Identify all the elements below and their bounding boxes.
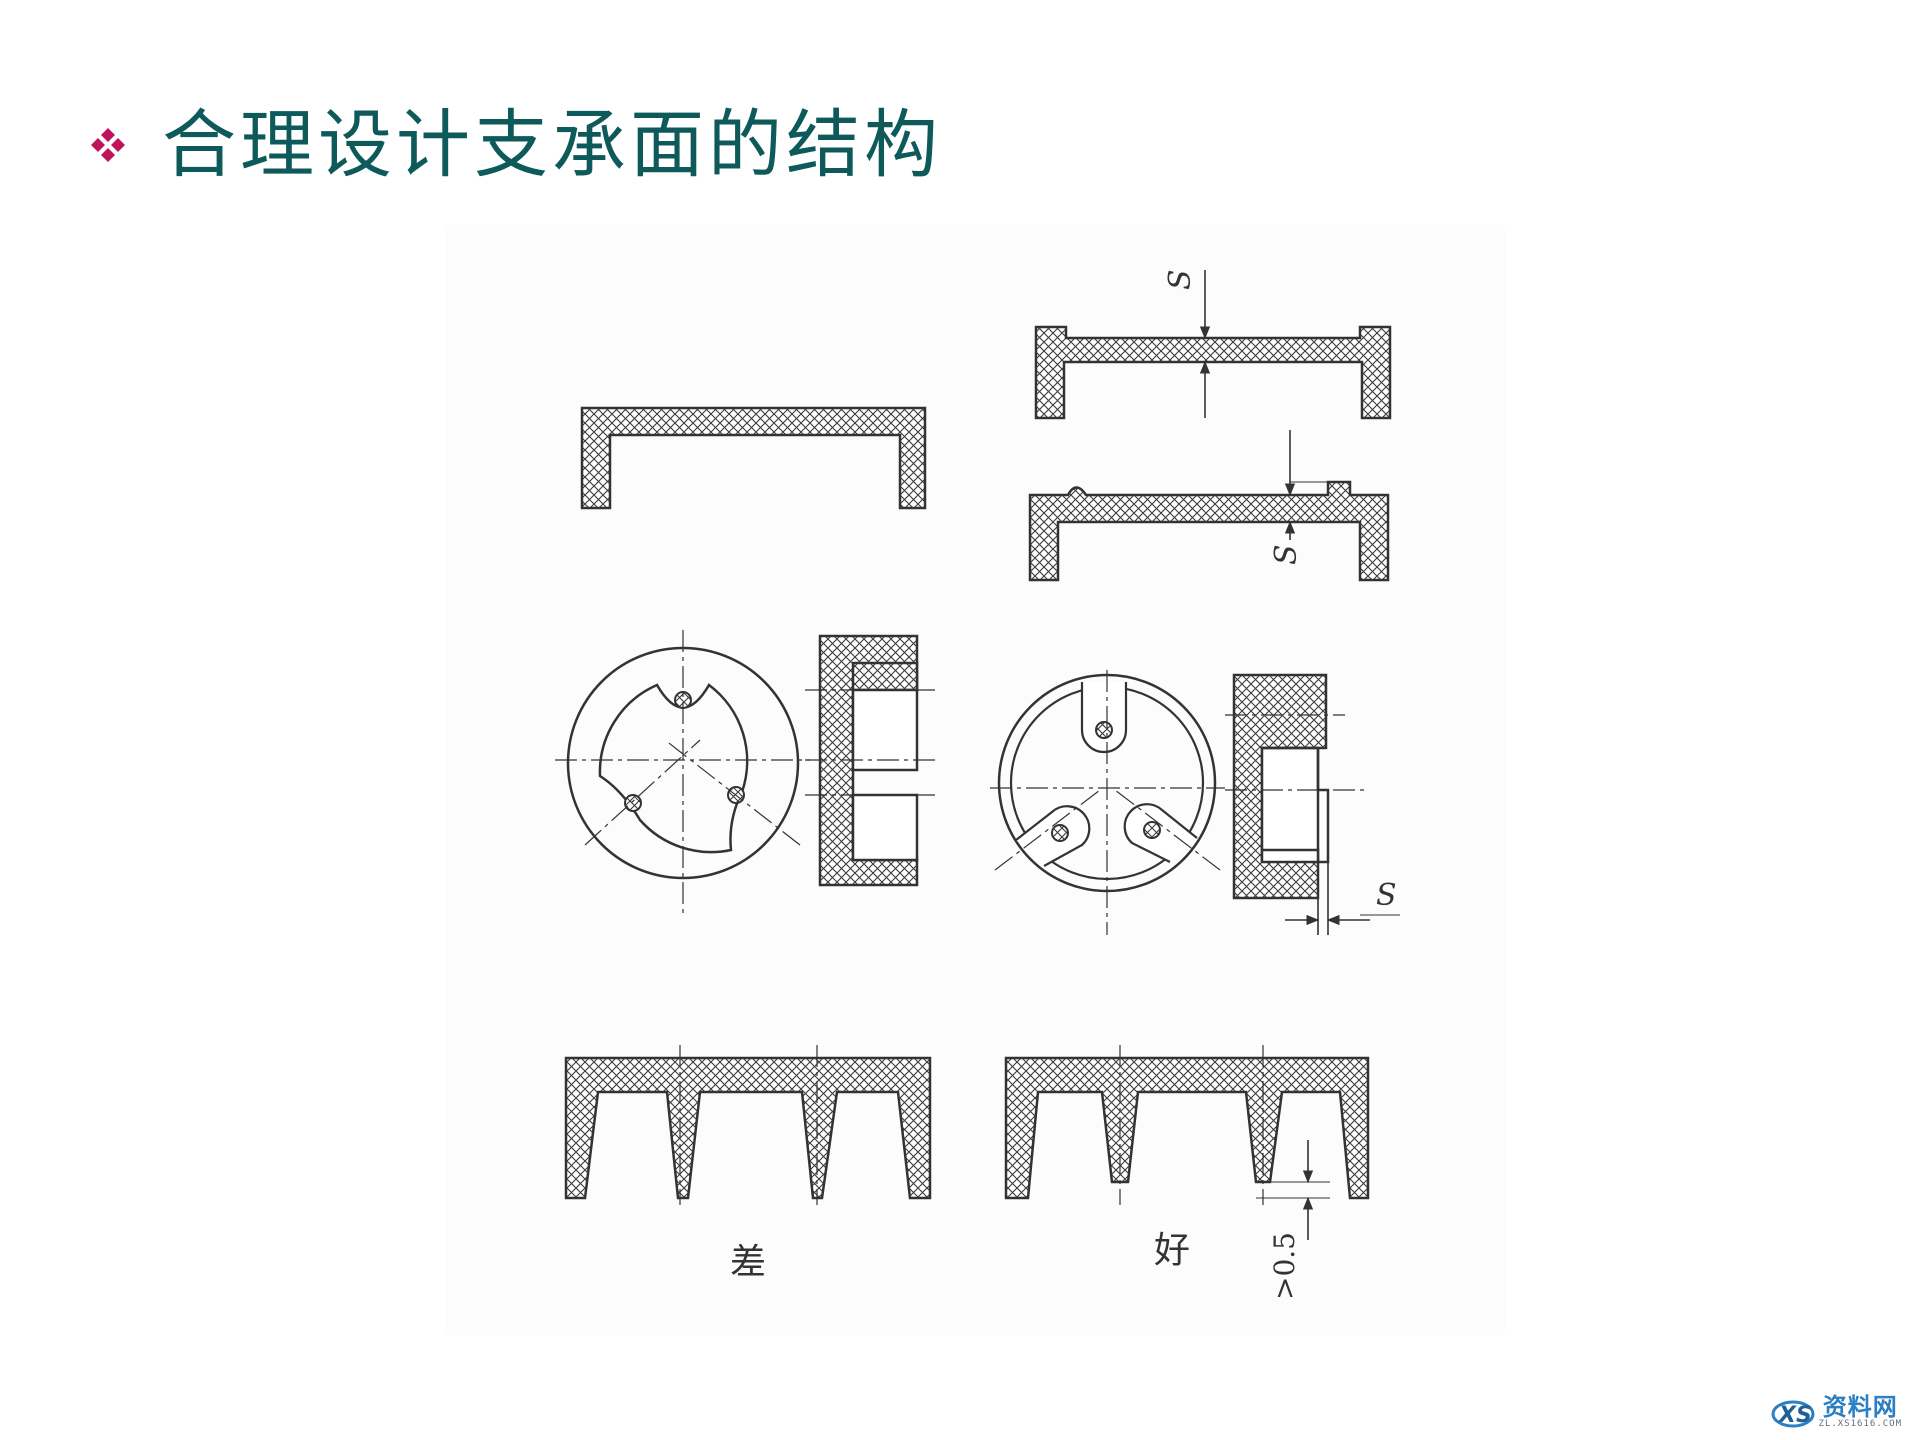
dimension-s-boss: S [1269, 544, 1304, 565]
dimension-s-side: S [1376, 878, 1397, 913]
good-round-plan-view [990, 670, 1225, 935]
bad-round-section-view [805, 634, 935, 887]
watermark-name: 资料网 [1822, 1392, 1898, 1421]
good-cover-bosses-section [1028, 430, 1390, 582]
good-cover-recessed-section [1034, 270, 1392, 420]
site-watermark: XS 资料网 ZL.XS1616.COM [1771, 1392, 1902, 1432]
slide-title: 合理设计支承面的结构 [162, 102, 942, 188]
bad-ribbed-base-section [564, 1045, 932, 1205]
bad-round-plan-view [555, 630, 810, 915]
slide-title-row: 合理设计支承面的结构 [88, 108, 942, 182]
four-diamond-bullet-icon [91, 128, 125, 162]
bad-cover-section [580, 406, 927, 510]
dimension-s-top: S [1163, 269, 1198, 290]
watermark-url: ZL.XS1616.COM [1818, 1418, 1902, 1429]
good-round-section-view [1225, 673, 1400, 935]
dimension-min-gap: >0.5 [1268, 1232, 1301, 1300]
xs-logo-icon: XS [1771, 1400, 1815, 1428]
good-ribbed-base-section [1004, 1045, 1370, 1240]
label-good: 好 [1154, 1230, 1190, 1271]
label-bad: 差 [730, 1242, 766, 1283]
svg-text:XS: XS [1777, 1403, 1812, 1428]
